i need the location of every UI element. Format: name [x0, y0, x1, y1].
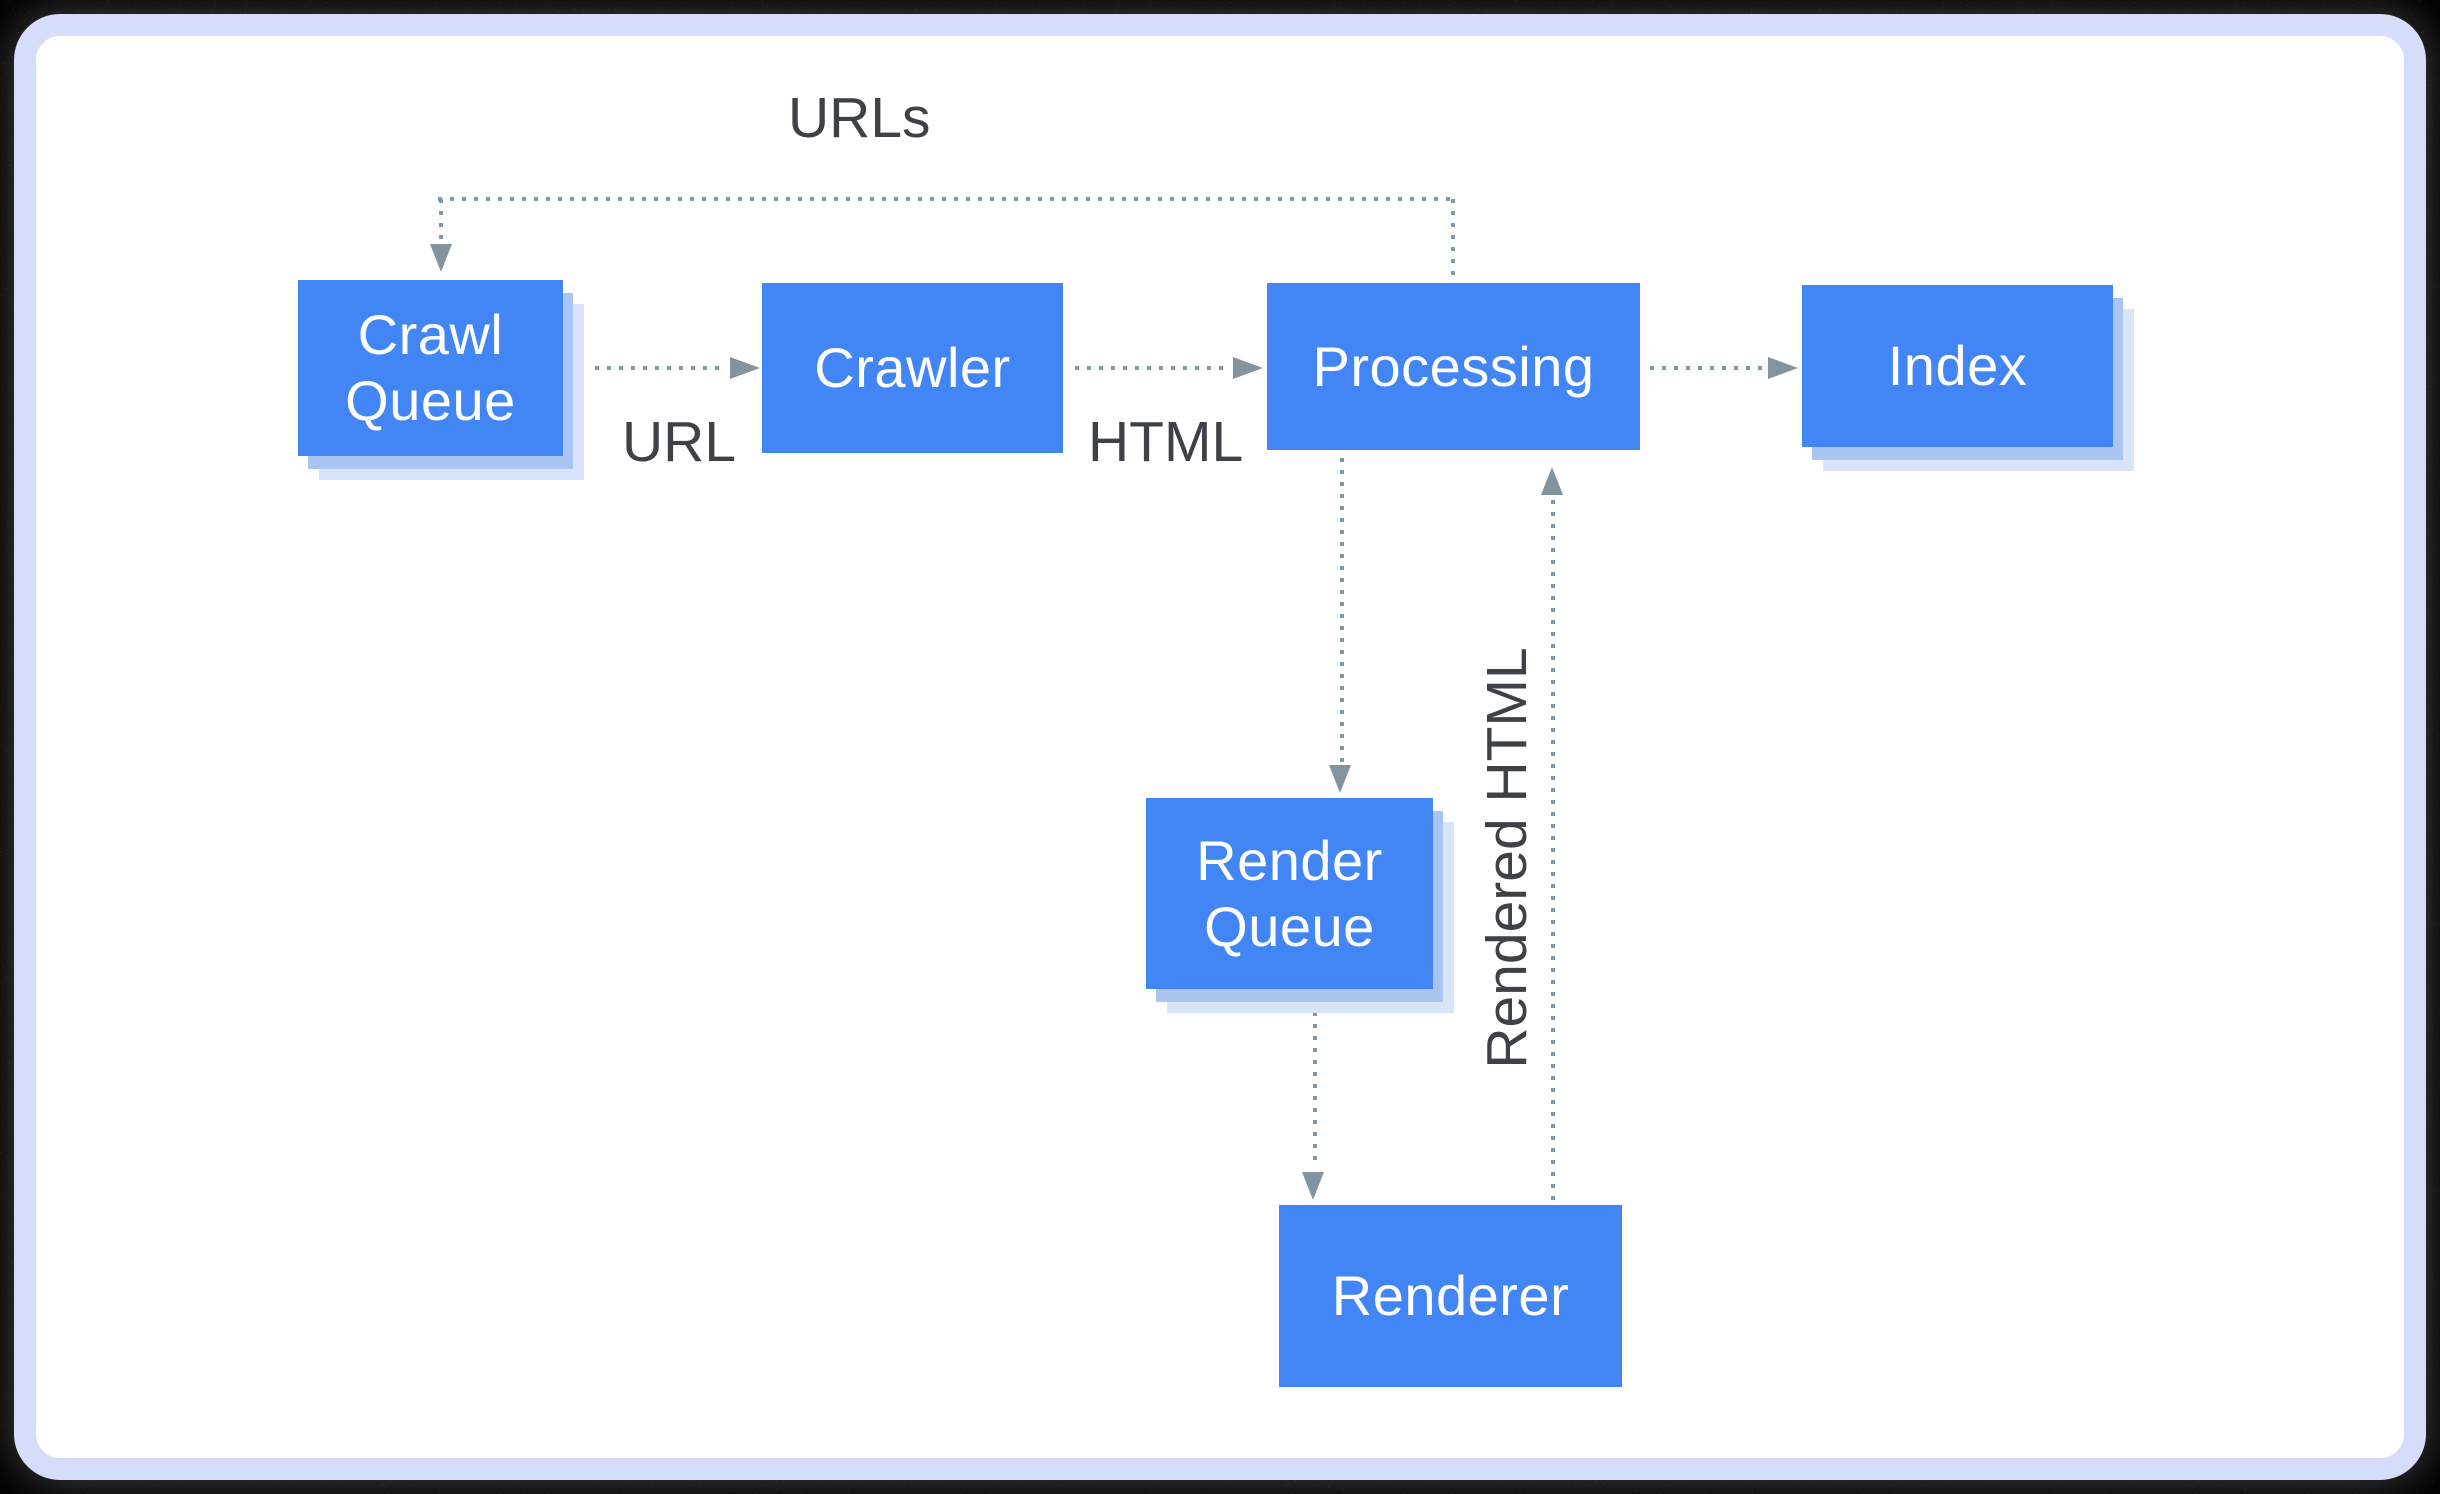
node-processing: Processing: [1267, 283, 1640, 450]
node-index-label: Index: [1887, 334, 2028, 397]
arrowhead-into-render-queue: [1329, 765, 1351, 793]
node-renderer-label: Renderer: [1331, 1264, 1570, 1327]
arrowhead-into-index: [1768, 357, 1798, 379]
node-render-queue-label: Render Queue: [1196, 828, 1383, 958]
edge-label-urls: URLs: [788, 86, 931, 150]
node-crawl-queue-label: Crawl Queue: [345, 303, 516, 432]
edge-renderqueue-to-renderer-line: [1313, 1000, 1317, 1168]
node-processing-label: Processing: [1312, 334, 1595, 398]
edge-crawlqueue-to-crawler-line: [595, 366, 725, 370]
node-crawler-label: Crawler: [814, 336, 1011, 399]
diagram-card: [14, 14, 2426, 1480]
arrowhead-into-crawl-queue: [430, 244, 452, 272]
node-render-queue: Render Queue: [1146, 798, 1433, 989]
node-index: Index: [1802, 285, 2113, 447]
node-crawl-queue: Crawl Queue: [298, 280, 563, 456]
edge-processing-to-index-line: [1650, 366, 1762, 370]
edge-processing-to-crawlqueue-drop-line: [439, 199, 443, 243]
edge-crawler-to-processing-line: [1075, 366, 1227, 370]
edge-label-html: HTML: [1088, 410, 1244, 474]
arrowhead-into-processing: [1233, 357, 1263, 379]
edge-renderer-to-processing-line: [1551, 500, 1555, 1203]
edge-processing-to-crawlqueue-line: [438, 197, 1455, 201]
edge-label-rendered-html: Rendered HTML: [1475, 647, 1539, 1069]
arrowhead-into-renderer: [1302, 1172, 1324, 1200]
edge-label-url: URL: [622, 410, 737, 474]
edge-processing-to-crawlqueue-rise-line: [1451, 199, 1455, 283]
arrowhead-into-processing-up: [1541, 467, 1563, 495]
edge-processing-to-renderqueue-line: [1340, 458, 1344, 763]
node-crawler: Crawler: [762, 283, 1063, 453]
arrowhead-into-crawler: [730, 357, 760, 379]
node-renderer: Renderer: [1279, 1205, 1622, 1387]
